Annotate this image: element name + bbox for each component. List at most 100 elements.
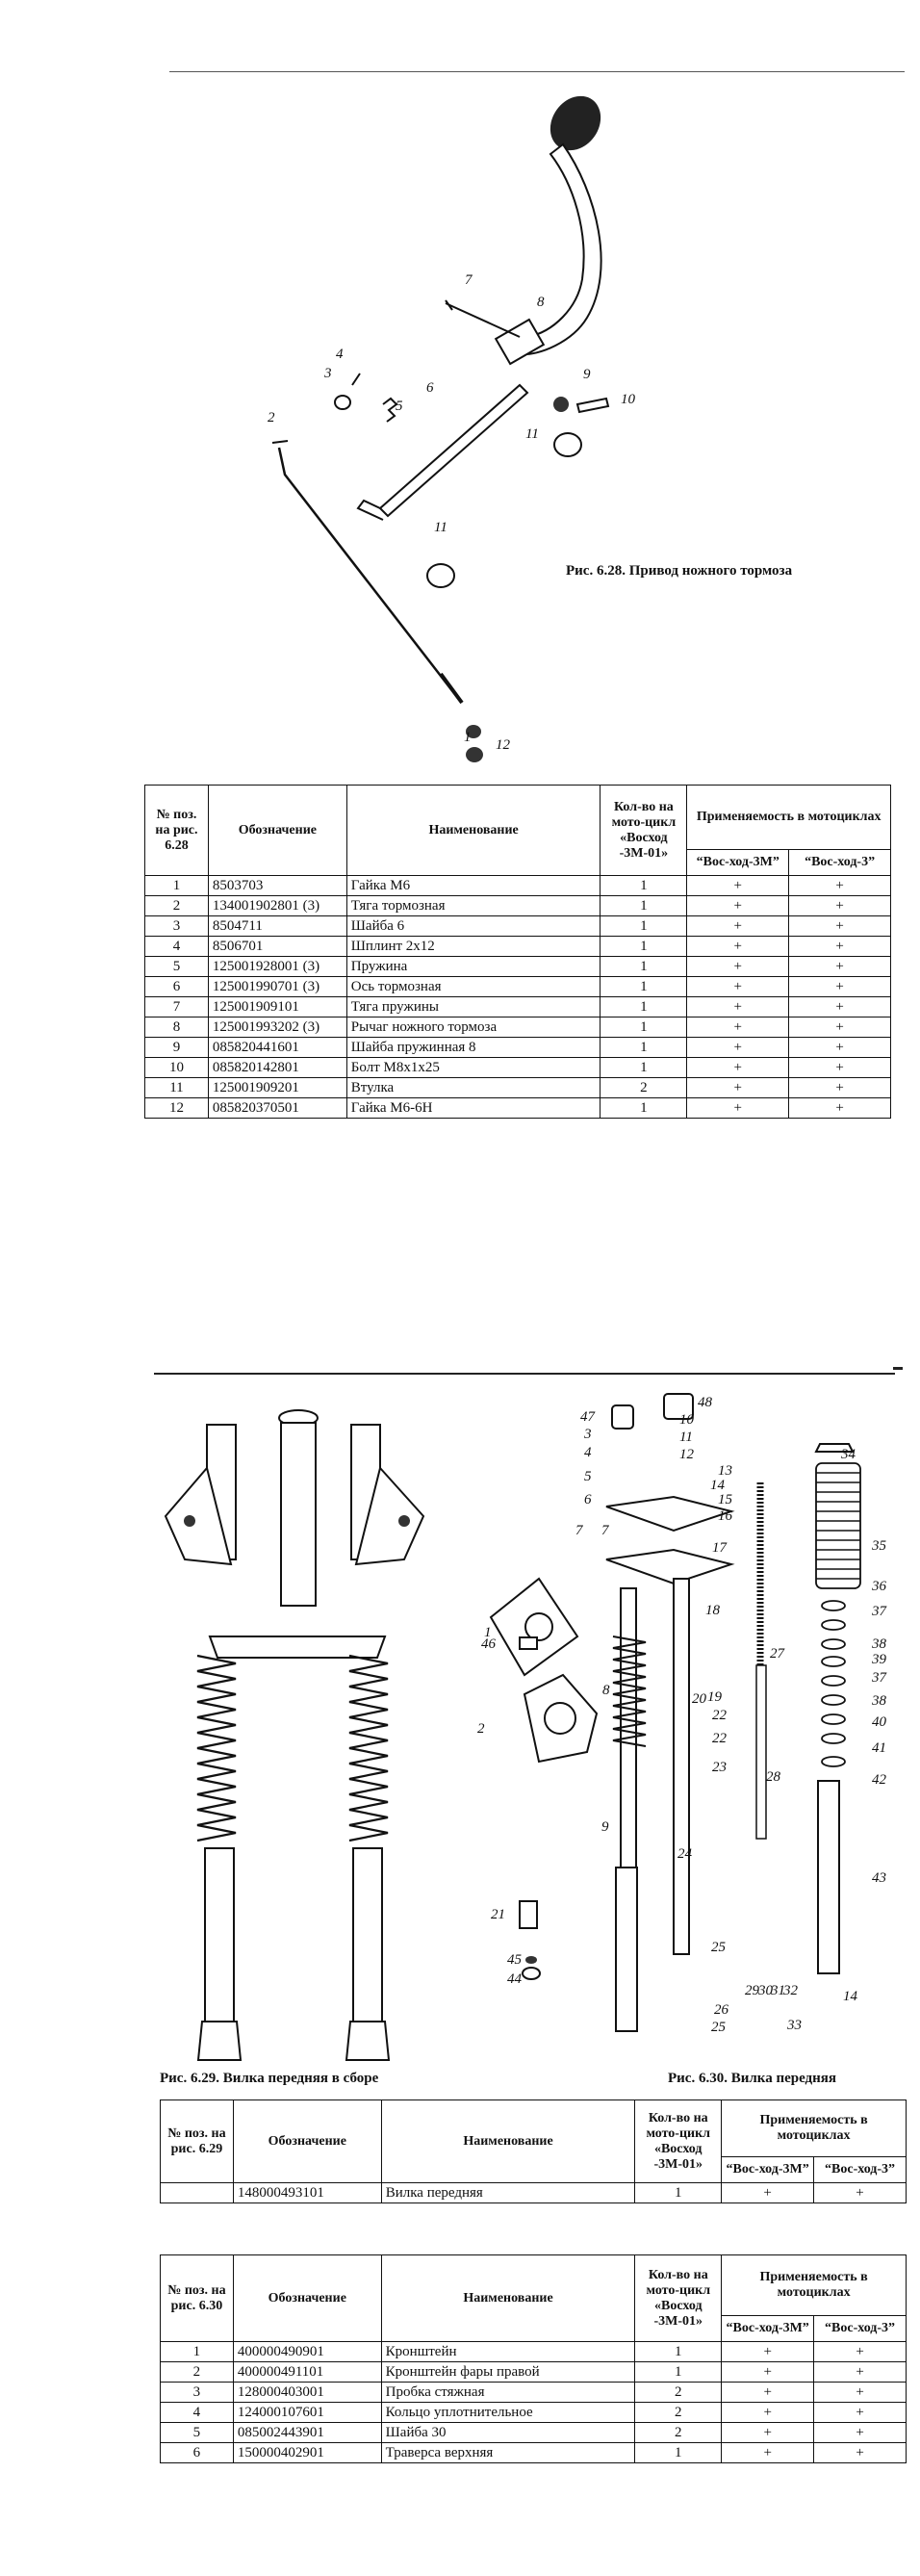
svg-text:9: 9 xyxy=(583,367,591,382)
cell-designation: 150000402901 xyxy=(232,2442,382,2463)
cell-qty: 1 xyxy=(634,2341,723,2362)
parts-table-629: № поз. на рис. 6.29 Обозначение Наименов… xyxy=(160,2099,907,2203)
svg-text:10: 10 xyxy=(621,392,636,407)
svg-text:13: 13 xyxy=(718,1463,732,1479)
cell-voskhod-3: + xyxy=(788,1057,891,1078)
svg-text:29: 29 xyxy=(745,1983,760,1998)
cell-voskhod-3: + xyxy=(813,2182,907,2203)
col-applicability: Применяемость в мотоциклах xyxy=(721,2099,907,2157)
cell-voskhod-3: + xyxy=(813,2382,907,2403)
cell-voskhod-3: + xyxy=(813,2361,907,2383)
fig629-caption: Рис. 6.29. Вилка передняя в сборе xyxy=(160,2071,379,2086)
svg-text:45: 45 xyxy=(507,1952,523,1968)
cell-name: Кронштейн xyxy=(380,2341,636,2362)
col-voskhod-3m: “Вос-ход-3М” xyxy=(686,849,790,876)
svg-text:12: 12 xyxy=(679,1447,695,1462)
cell-qty: 2 xyxy=(634,2402,723,2423)
cell-designation: 134001902801 (3) xyxy=(207,895,347,916)
page-mark xyxy=(893,1367,903,1370)
cell-designation: 085820142801 xyxy=(207,1057,347,1078)
svg-text:11: 11 xyxy=(679,1430,693,1445)
svg-text:36: 36 xyxy=(871,1579,887,1594)
fig628-caption: Рис. 6.28. Привод ножного тормоза xyxy=(566,563,793,579)
col-qty: Кол-во на мото-цикл «Восход -3М-01» xyxy=(634,2254,723,2342)
fig630-caption: Рис. 6.30. Вилка передняя xyxy=(668,2071,837,2086)
cell-voskhod-3m: + xyxy=(721,2182,815,2203)
cell-voskhod-3: + xyxy=(788,1097,891,1119)
svg-text:46: 46 xyxy=(481,1636,497,1652)
svg-text:16: 16 xyxy=(718,1508,733,1524)
cell-designation: 400000491101 xyxy=(232,2361,382,2383)
cell-pos: 12 xyxy=(144,1097,209,1119)
cell-qty: 1 xyxy=(634,2182,723,2203)
cell-designation: 125001928001 (3) xyxy=(207,956,347,977)
svg-text:31: 31 xyxy=(770,1983,785,1998)
cell-pos xyxy=(160,2182,234,2203)
svg-text:28: 28 xyxy=(766,1769,781,1785)
svg-text:6: 6 xyxy=(426,380,434,396)
svg-text:14: 14 xyxy=(843,1989,858,2004)
svg-text:26: 26 xyxy=(714,2002,729,2018)
svg-text:12: 12 xyxy=(496,737,511,753)
cell-voskhod-3: + xyxy=(813,2422,907,2443)
cell-designation: 085820370501 xyxy=(207,1097,347,1119)
cell-name: Вилка передняя xyxy=(380,2182,636,2203)
cell-name: Пробка стяжная xyxy=(380,2382,636,2403)
col-voskhod-3: “Вос-ход-3” xyxy=(813,2156,907,2183)
col-pos: № поз. на рис. 6.28 xyxy=(144,785,209,876)
cell-voskhod-3m: + xyxy=(721,2442,815,2463)
cell-qty: 1 xyxy=(634,2361,723,2383)
cell-name: Тяга пружины xyxy=(345,996,601,1018)
col-pos: № поз. на рис. 6.29 xyxy=(160,2099,234,2183)
svg-text:10: 10 xyxy=(679,1412,695,1428)
col-applicability: Применяемость в мотоциклах xyxy=(721,2254,907,2316)
svg-text:3: 3 xyxy=(583,1427,592,1442)
cell-name: Гайка М6-6Н xyxy=(345,1097,601,1119)
svg-text:40: 40 xyxy=(872,1714,887,1730)
svg-text:21: 21 xyxy=(491,1907,505,1922)
svg-text:2: 2 xyxy=(477,1721,485,1737)
cell-designation: 125001993202 (3) xyxy=(207,1017,347,1038)
svg-text:27: 27 xyxy=(770,1646,786,1662)
cell-qty: 2 xyxy=(634,2382,723,2403)
cell-name: Пружина xyxy=(345,956,601,977)
cell-voskhod-3m: + xyxy=(721,2402,815,2423)
svg-text:44: 44 xyxy=(507,1971,523,1987)
svg-text:7: 7 xyxy=(465,272,473,288)
cell-designation: 400000490901 xyxy=(232,2341,382,2362)
col-applicability: Применяемость в мотоциклах xyxy=(686,785,891,850)
cell-pos: 3 xyxy=(160,2382,234,2403)
svg-text:19: 19 xyxy=(707,1689,723,1705)
svg-text:7: 7 xyxy=(575,1523,584,1538)
svg-text:5: 5 xyxy=(396,399,403,414)
cell-pos: 5 xyxy=(160,2422,234,2443)
svg-text:8: 8 xyxy=(537,295,545,310)
cell-qty: 1 xyxy=(600,1097,688,1119)
cell-voskhod-3m: + xyxy=(721,2382,815,2403)
svg-text:1: 1 xyxy=(464,730,472,745)
svg-text:24: 24 xyxy=(677,1846,693,1862)
svg-text:3: 3 xyxy=(323,366,332,381)
svg-text:33: 33 xyxy=(786,2018,802,2033)
cell-designation: 124000107601 xyxy=(232,2402,382,2423)
cell-designation: 128000403001 xyxy=(232,2382,382,2403)
parts-table-628: № поз. на рис. 6.28 Обозначение Наименов… xyxy=(144,785,891,1119)
svg-text:4: 4 xyxy=(584,1445,592,1460)
svg-text:22: 22 xyxy=(712,1731,728,1746)
cell-voskhod-3m: + xyxy=(721,2422,815,2443)
svg-text:39: 39 xyxy=(871,1652,887,1667)
svg-text:2: 2 xyxy=(268,410,275,425)
brake-pedal-drawing: 1 2 3 4 5 6 7 8 9 10 11 11 12 xyxy=(268,95,636,762)
cell-designation: 125001909101 xyxy=(207,996,347,1018)
col-voskhod-3m: “Вос-ход-3М” xyxy=(721,2315,815,2342)
cell-pos: 6 xyxy=(160,2442,234,2463)
svg-text:18: 18 xyxy=(705,1603,721,1618)
